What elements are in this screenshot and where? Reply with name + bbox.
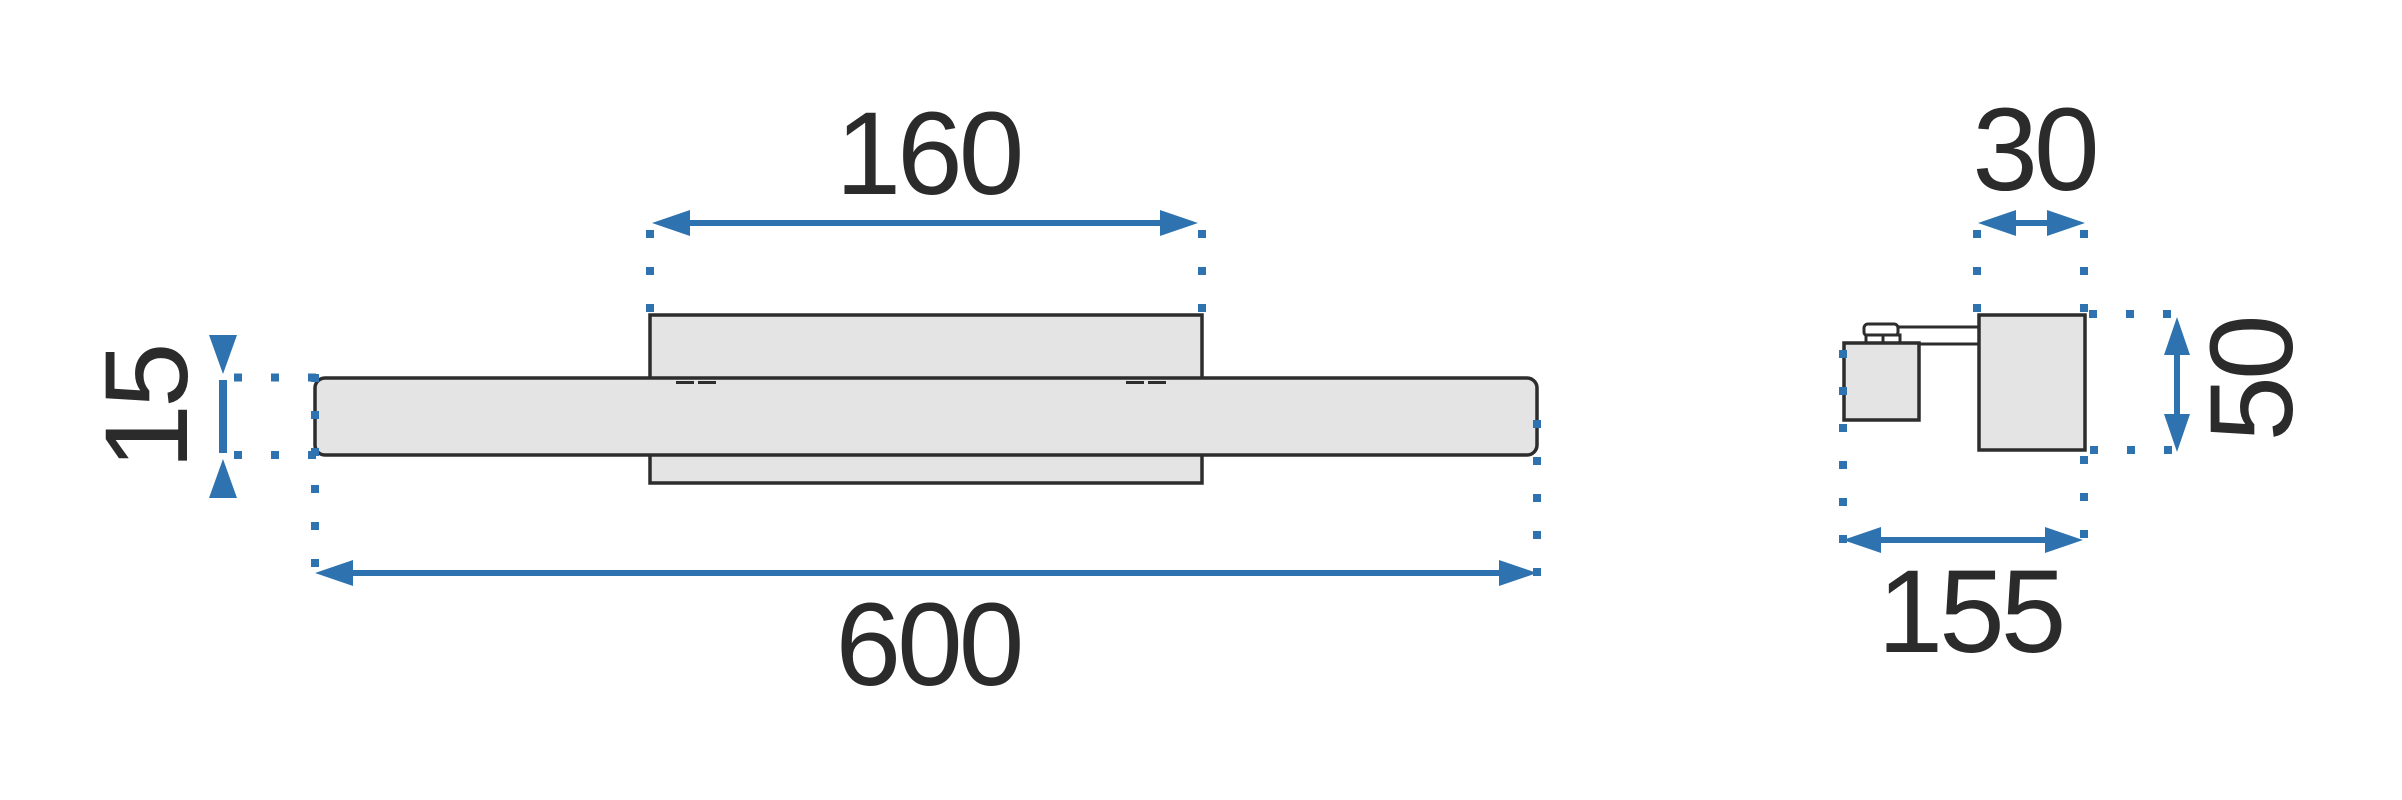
dim-bar-length — [311, 374, 1541, 586]
arrowhead-up-icon — [209, 459, 237, 498]
dim-bar-thickness — [209, 335, 318, 498]
dim-label-backplate-width: 160 — [835, 88, 1025, 220]
dim-label-bar-length: 600 — [835, 579, 1025, 711]
dim-total-depth — [1839, 350, 2088, 553]
dim-head-height — [2089, 310, 2190, 454]
side-view — [1842, 313, 2087, 452]
arrowhead-up-icon — [2164, 317, 2190, 355]
front-view — [313, 313, 1539, 485]
dim-label-total-depth: 155 — [1877, 546, 2067, 678]
arrowhead-down-icon — [209, 335, 237, 374]
arrowhead-right-icon — [2045, 527, 2083, 553]
dim-label-bar-thickness: 15 — [81, 346, 213, 470]
arrowhead-down-icon — [2164, 414, 2190, 452]
dim-head-depth — [1973, 210, 2088, 312]
dim-label-head-height: 50 — [2186, 318, 2318, 442]
dim-label-head-depth: 30 — [1972, 84, 2099, 216]
lamp-head-shape — [1977, 313, 2087, 452]
arrowhead-right-icon — [2047, 210, 2085, 236]
light-bar-shape — [313, 376, 1539, 457]
arrowhead-left-icon — [1978, 210, 2016, 236]
arrowhead-left-icon — [1843, 527, 1881, 553]
arrowhead-left-icon — [652, 210, 690, 236]
wall-plate-shape — [1842, 341, 1921, 422]
arrowhead-left-icon — [315, 560, 353, 586]
arrowhead-right-icon — [1499, 560, 1537, 586]
dim-backplate-width — [646, 210, 1206, 314]
arrowhead-right-icon — [1160, 210, 1198, 236]
